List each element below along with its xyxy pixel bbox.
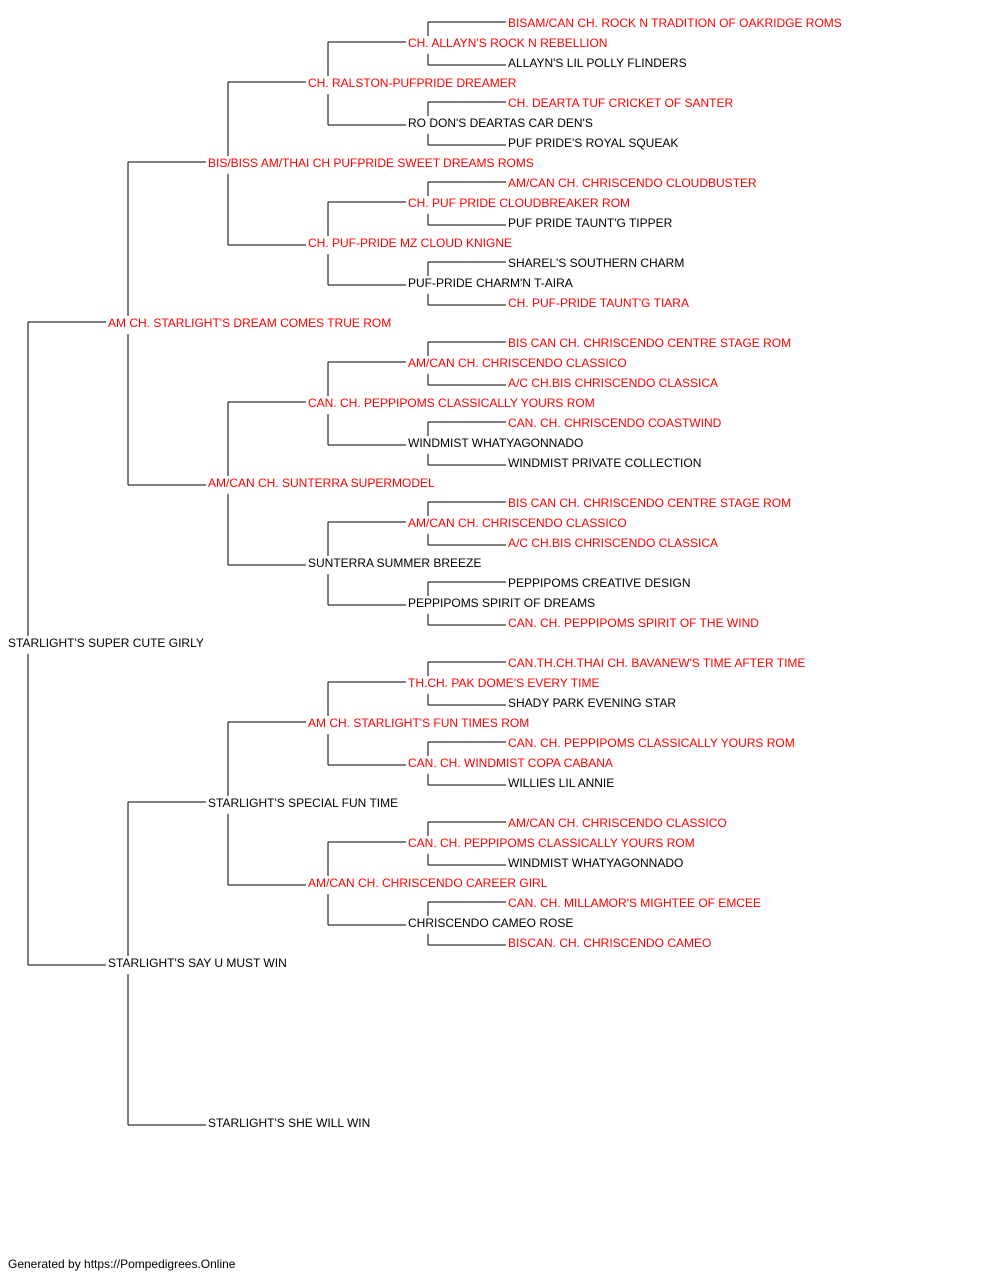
- pedigree-name-willies-lil-annie: WILLIES LIL ANNIE: [508, 776, 614, 790]
- pedigree-name-allayn-s-lil-polly-flinders: ALLAYN'S LIL POLLY FLINDERS: [508, 56, 687, 70]
- pedigree-name-starlight-s-super-cute-girly: STARLIGHT'S SUPER CUTE GIRLY: [8, 636, 204, 650]
- pedigree-name-am-can-ch-sunterra-supermodel: AM/CAN CH. SUNTERRA SUPERMODEL: [208, 476, 435, 490]
- pedigree-name-ch-puf-pride-mz-cloud-knigne: CH. PUF-PRIDE MZ CLOUD KNIGNE: [308, 236, 512, 250]
- pedigree-name-am-can-ch-chriscendo-classico: AM/CAN CH. CHRISCENDO CLASSICO: [408, 356, 627, 370]
- pedigree-name-bis-can-ch-chriscendo-centre-stage-rom: BIS CAN CH. CHRISCENDO CENTRE STAGE ROM: [508, 336, 791, 350]
- pedigree-name-ch-allayn-s-rock-n-rebellion: CH. ALLAYN'S ROCK N REBELLION: [408, 36, 607, 50]
- footer-credit: Generated by https://Pompedigrees.Online: [8, 1257, 236, 1271]
- pedigree-name-bisam-can-ch-rock-n-tradition-of-oakridge-roms: BISAM/CAN CH. ROCK N TRADITION OF OAKRID…: [508, 16, 842, 30]
- pedigree-name-peppipoms-spirit-of-dreams: PEPPIPOMS SPIRIT OF DREAMS: [408, 596, 595, 610]
- pedigree-name-a-c-ch-bis-chriscendo-classica: A/C CH.BIS CHRISCENDO CLASSICA: [508, 376, 718, 390]
- pedigree-name-puf-pride-taunt-g-tipper: PUF PRIDE TAUNT'G TIPPER: [508, 216, 673, 230]
- pedigree-name-am-ch-starlight-s-dream-comes-true-rom: AM CH. STARLIGHT'S DREAM COMES TRUE ROM: [108, 316, 391, 330]
- pedigree-name-ch-dearta-tuf-cricket-of-santer: CH. DEARTA TUF CRICKET OF SANTER: [508, 96, 733, 110]
- pedigree-name-am-can-ch-chriscendo-classico: AM/CAN CH. CHRISCENDO CLASSICO: [508, 816, 727, 830]
- pedigree-name-windmist-whatyagonnado: WINDMIST WHATYAGONNADO: [508, 856, 683, 870]
- pedigree-name-am-can-ch-chriscendo-cloudbuster: AM/CAN CH. CHRISCENDO CLOUDBUSTER: [508, 176, 757, 190]
- connector-lines: [27, 21, 506, 1126]
- pedigree-name-am-can-ch-chriscendo-classico: AM/CAN CH. CHRISCENDO CLASSICO: [408, 516, 627, 530]
- pedigree-name-bis-biss-am-thai-ch-pufpride-sweet-dreams-roms: BIS/BISS AM/THAI CH PUFPRIDE SWEET DREAM…: [208, 156, 534, 170]
- pedigree-name-sharel-s-southern-charm: SHAREL'S SOUTHERN CHARM: [508, 256, 684, 270]
- pedigree-name-shady-park-evening-star: SHADY PARK EVENING STAR: [508, 696, 676, 710]
- pedigree-name-sunterra-summer-breeze: SUNTERRA SUMMER BREEZE: [308, 556, 481, 570]
- pedigree-name-can-ch-millamor-s-mightee-of-emcee: CAN. CH. MILLAMOR'S MIGHTEE OF EMCEE: [508, 896, 761, 910]
- pedigree-name-windmist-whatyagonnado: WINDMIST WHATYAGONNADO: [408, 436, 583, 450]
- pedigree-name-starlight-s-special-fun-time: STARLIGHT'S SPECIAL FUN TIME: [208, 796, 398, 810]
- pedigree-name-can-ch-peppipoms-classically-yours-rom: CAN. CH. PEPPIPOMS CLASSICALLY YOURS ROM: [408, 836, 695, 850]
- pedigree-name-ch-ralston-pufpride-dreamer: CH. RALSTON-PUFPRIDE DREAMER: [308, 76, 517, 90]
- pedigree-name-th-ch-pak-dome-s-every-time: TH.CH. PAK DOME'S EVERY TIME: [408, 676, 599, 690]
- pedigree-name-puf-pride-s-royal-squeak: PUF PRIDE'S ROYAL SQUEAK: [508, 136, 678, 150]
- pedigree-name-can-ch-chriscendo-coastwind: CAN. CH. CHRISCENDO COASTWIND: [508, 416, 722, 430]
- pedigree-name-windmist-private-collection: WINDMIST PRIVATE COLLECTION: [508, 456, 701, 470]
- pedigree-name-biscan-ch-chriscendo-cameo: BISCAN. CH. CHRISCENDO CAMEO: [508, 936, 711, 950]
- pedigree-name-ch-puf-pride-cloudbreaker-rom: CH. PUF PRIDE CLOUDBREAKER ROM: [408, 196, 630, 210]
- pedigree-name-starlight-s-she-will-win: STARLIGHT'S SHE WILL WIN: [208, 1116, 370, 1130]
- pedigree-name-ro-don-s-deartas-car-den-s: RO DON'S DEARTAS CAR DEN'S: [408, 116, 593, 130]
- pedigree-name-can-ch-peppipoms-classically-yours-rom: CAN. CH. PEPPIPOMS CLASSICALLY YOURS ROM: [508, 736, 795, 750]
- pedigree-name-can-ch-windmist-copa-cabana: CAN. CH. WINDMIST COPA CABANA: [408, 756, 613, 770]
- pedigree-name-ch-puf-pride-taunt-g-tiara: CH. PUF-PRIDE TAUNT'G TIARA: [508, 296, 689, 310]
- pedigree-name-a-c-ch-bis-chriscendo-classica: A/C CH.BIS CHRISCENDO CLASSICA: [508, 536, 718, 550]
- pedigree-name-can-ch-peppipoms-spirit-of-the-wind: CAN. CH. PEPPIPOMS SPIRIT OF THE WIND: [508, 616, 759, 630]
- pedigree-name-can-th-ch-thai-ch-bavanew-s-time-after-time: CAN.TH.CH.THAI CH. BAVANEW'S TIME AFTER …: [508, 656, 805, 670]
- name-labels: STARLIGHT'S SUPER CUTE GIRLY AM CH. STARL…: [8, 16, 842, 1130]
- pedigree-name-am-can-ch-chriscendo-career-girl: AM/CAN CH. CHRISCENDO CAREER GIRL: [308, 876, 548, 890]
- pedigree-name-chriscendo-cameo-rose: CHRISCENDO CAMEO ROSE: [408, 916, 573, 930]
- pedigree-name-peppipoms-creative-design: PEPPIPOMS CREATIVE DESIGN: [508, 576, 690, 590]
- pedigree-name-bis-can-ch-chriscendo-centre-stage-rom: BIS CAN CH. CHRISCENDO CENTRE STAGE ROM: [508, 496, 791, 510]
- pedigree-name-puf-pride-charm-n-t-aira: PUF-PRIDE CHARM'N T-AIRA: [408, 276, 573, 290]
- pedigree-name-starlight-s-say-u-must-win: STARLIGHT'S SAY U MUST WIN: [108, 956, 287, 970]
- pedigree-name-can-ch-peppipoms-classically-yours-rom: CAN. CH. PEPPIPOMS CLASSICALLY YOURS ROM: [308, 396, 595, 410]
- pedigree-name-am-ch-starlight-s-fun-times-rom: AM CH. STARLIGHT'S FUN TIMES ROM: [308, 716, 529, 730]
